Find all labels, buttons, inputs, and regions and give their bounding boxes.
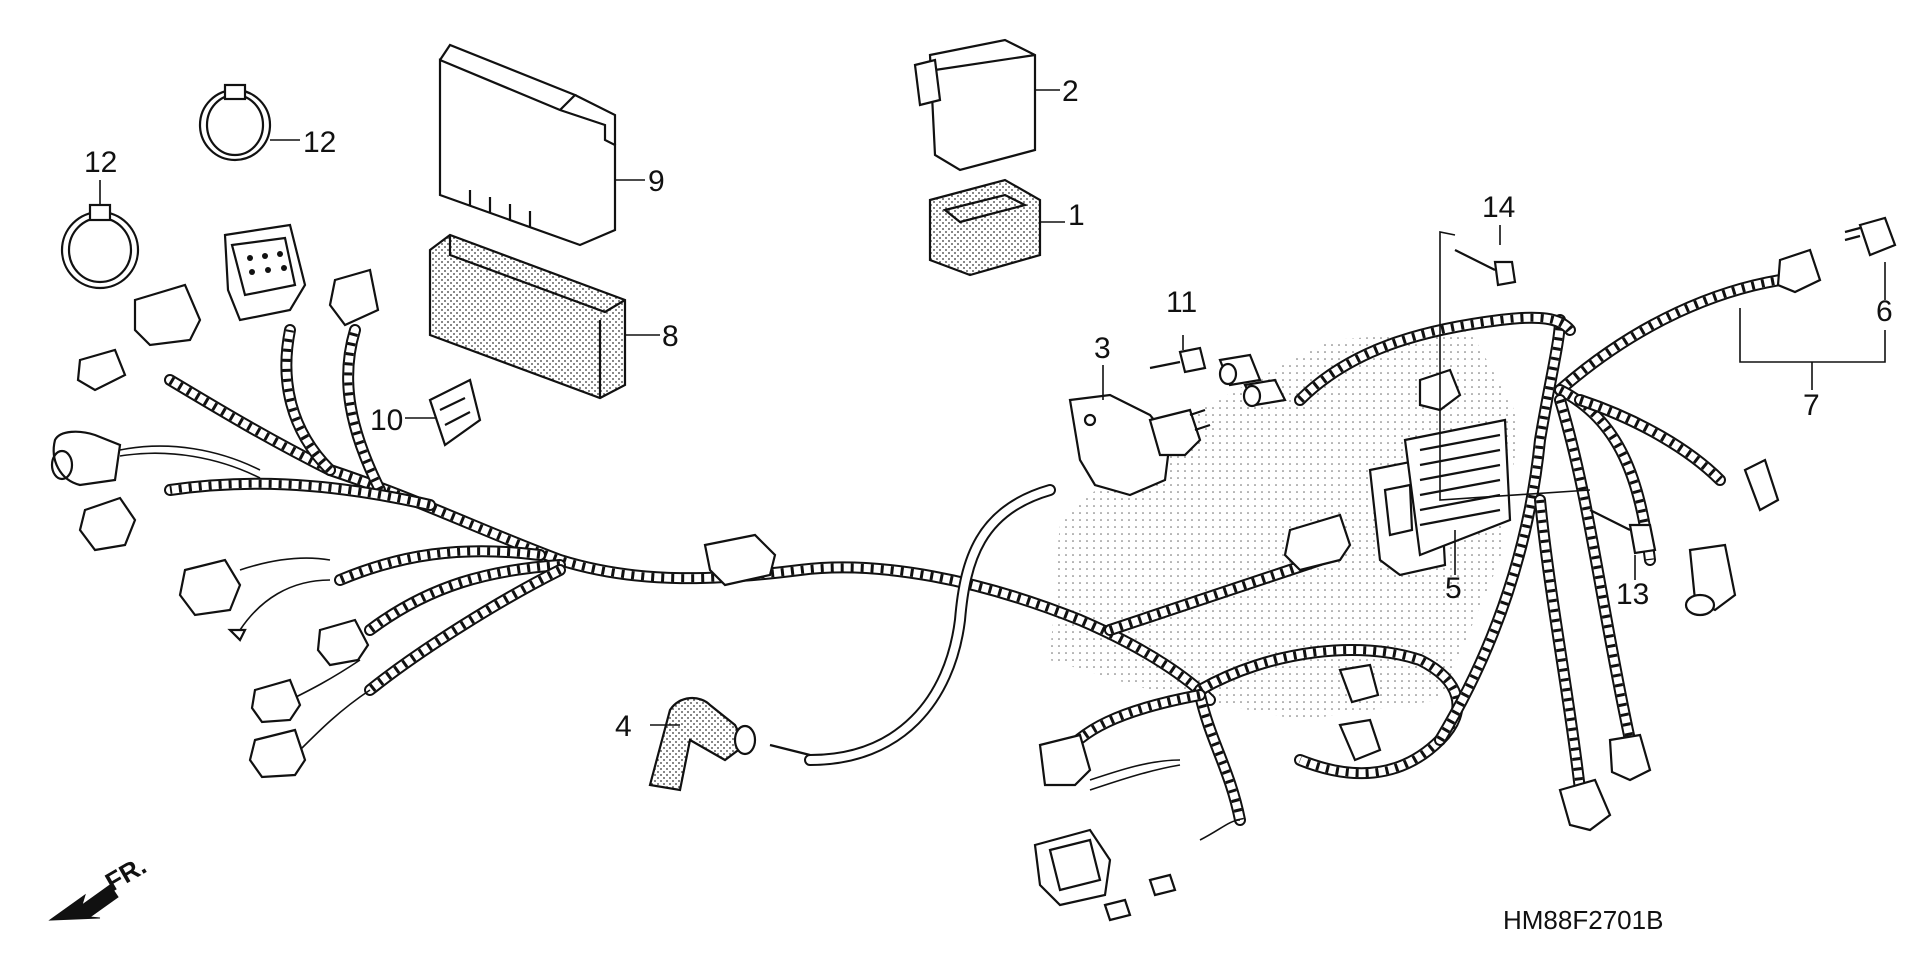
harness-clip	[703, 533, 777, 587]
left-connectors	[50, 348, 370, 779]
control-module-part-9	[438, 43, 617, 247]
starter-relay-part-3	[1068, 393, 1211, 497]
callout-13: 13	[1616, 578, 1649, 611]
rubber-cover-part-8	[428, 233, 627, 400]
callout-3: 3	[1094, 332, 1111, 365]
callout-12-lower: 12	[84, 146, 117, 179]
spark-plug-cap-part-4	[648, 697, 811, 792]
main-connector	[133, 223, 380, 347]
band-clip-part-12-upper	[198, 83, 272, 162]
bolt-part-11	[1149, 346, 1207, 374]
shaded-area	[1050, 330, 1520, 720]
callout-12-upper: 12	[303, 126, 336, 159]
callout-9: 9	[648, 165, 665, 198]
callout-5: 5	[1445, 572, 1462, 605]
leader-lines	[99, 89, 1886, 726]
bottom-connectors	[1033, 663, 1382, 922]
callout-2: 2	[1062, 75, 1079, 108]
bolt-part-13	[1589, 509, 1657, 555]
callout-11: 11	[1166, 286, 1197, 319]
callout-7: 7	[1803, 389, 1820, 422]
callout-10: 10	[370, 404, 403, 437]
front-direction-indicator: FR.	[48, 850, 151, 921]
callout-1: 1	[1068, 199, 1085, 232]
callout-6: 6	[1876, 295, 1893, 328]
right-connectors	[1558, 458, 1780, 832]
band-clip-part-12-lower	[60, 203, 140, 290]
regulator-rectifier-part-5	[1368, 418, 1512, 577]
relay-part-2	[913, 38, 1037, 172]
clip-part-10	[428, 378, 482, 447]
bolt-part-14	[1454, 249, 1517, 287]
regulator-connector	[1283, 368, 1462, 572]
diagram-code: HM88F2701B	[1503, 905, 1663, 935]
battery-terminals	[1218, 353, 1287, 408]
front-arrow-icon	[48, 884, 119, 921]
main-harness	[164, 274, 1786, 826]
callout-8: 8	[662, 320, 679, 353]
callout-4: 4	[615, 710, 632, 743]
relay-cover-part-1	[928, 178, 1042, 277]
sub-harness-part-7	[1776, 216, 1897, 294]
callout-14: 14	[1482, 191, 1515, 224]
